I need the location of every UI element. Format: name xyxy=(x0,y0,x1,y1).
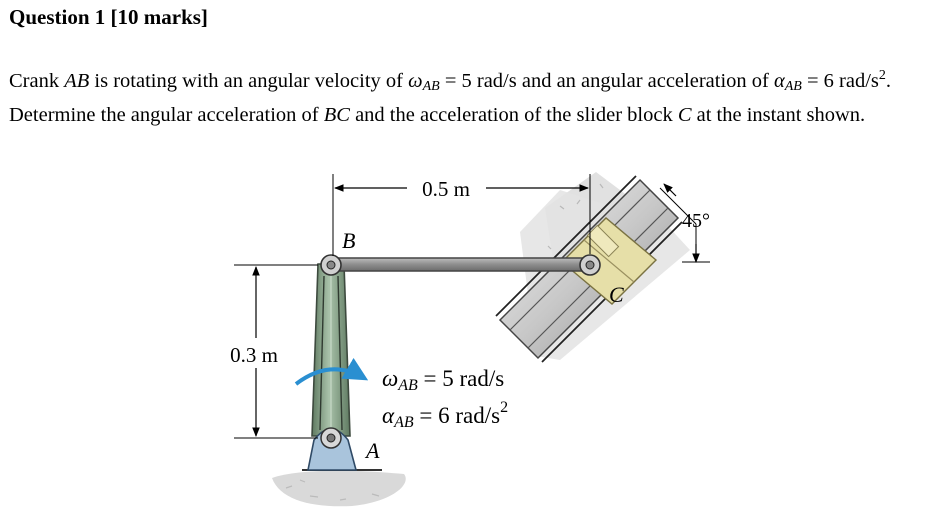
alpha-equation: αAB = 6 rad/s2 xyxy=(382,399,508,431)
angle-45-indicator xyxy=(659,183,710,263)
question-heading: Question 1 [10 marks] xyxy=(9,5,208,29)
label-point-c: C xyxy=(609,282,624,307)
slider-block-c xyxy=(560,217,658,305)
dimension-0-3m-label: 0.3 m xyxy=(230,343,278,367)
angle-label: 45° xyxy=(682,210,710,232)
problem-line-1: Crank AB is rotating with an angular vel… xyxy=(9,68,892,94)
crank-ab xyxy=(311,263,351,437)
link-bc xyxy=(327,257,591,272)
pin-support-a xyxy=(307,427,358,471)
ground-base xyxy=(272,469,406,507)
problem-statement: Crank AB is rotating with an angular vel… xyxy=(9,61,934,130)
problem-line-2: Determine the angular acceleration of BC… xyxy=(9,104,866,126)
dimension-0-5m-label: 0.5 m xyxy=(422,177,470,201)
omega-arrow xyxy=(294,357,369,386)
pin-b xyxy=(320,254,342,276)
label-point-b: B xyxy=(342,228,355,253)
pin-c xyxy=(579,254,601,276)
label-point-a: A xyxy=(364,438,380,463)
dimension-0-5m xyxy=(332,174,591,256)
dimension-0-3m xyxy=(234,264,318,439)
omega-equation: ωAB = 5 rad/s xyxy=(382,366,504,394)
